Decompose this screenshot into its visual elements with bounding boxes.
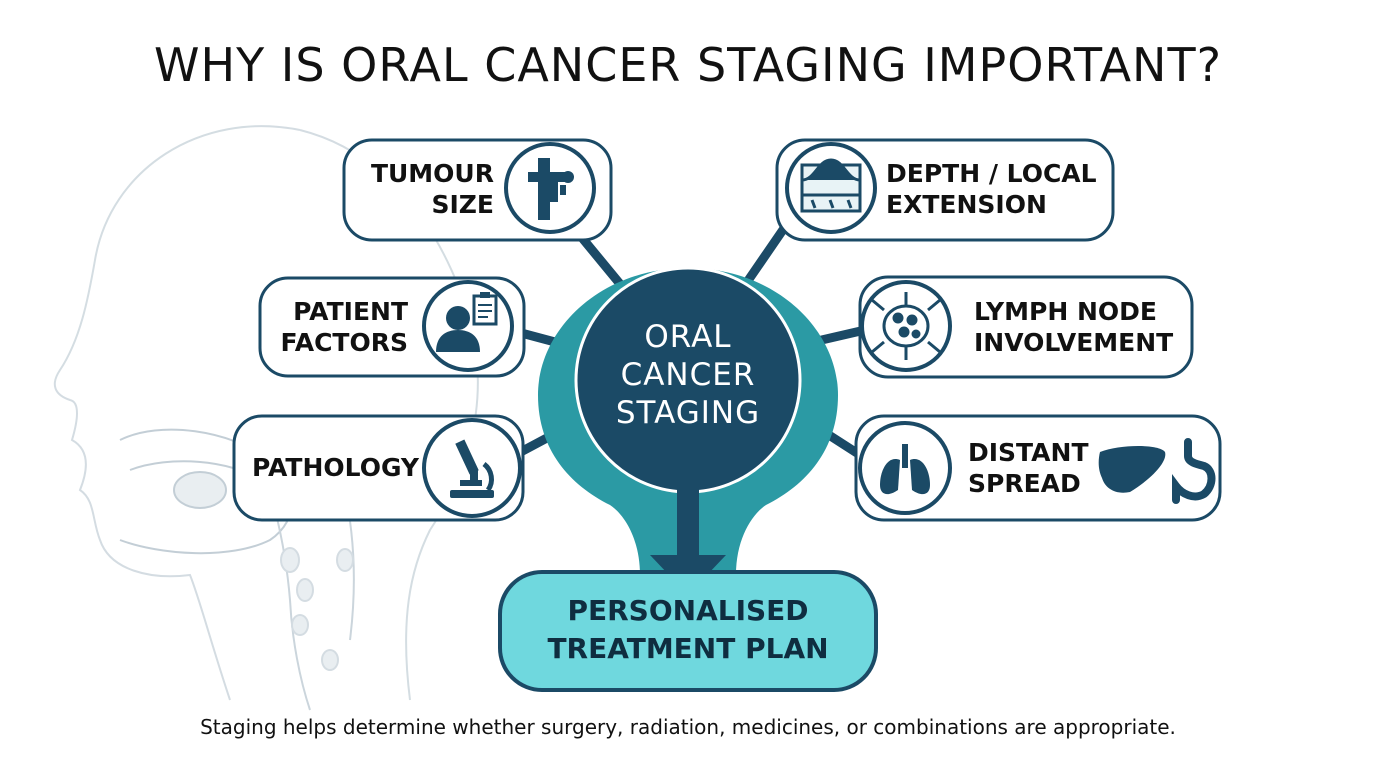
lymph-node-icon <box>871 292 941 360</box>
outcome-line: TREATMENT PLAN <box>547 632 829 665</box>
patient-icon-ring <box>422 280 514 372</box>
hub-line: ORAL <box>644 319 732 355</box>
liver-icon <box>1098 446 1166 493</box>
label-line: EXTENSION <box>886 190 1047 219</box>
label-pathology: PATHOLOGY <box>252 452 422 483</box>
hub-line: CANCER <box>620 357 756 393</box>
lungs-icon <box>880 444 930 495</box>
tissue-layers-icon <box>800 158 862 213</box>
label-line: FACTORS <box>280 328 408 357</box>
label-patient-factors: PATIENT FACTORS <box>266 296 408 358</box>
label-line: LYMPH NODE <box>974 297 1157 326</box>
caption: Staging helps determine whether surgery,… <box>200 715 1176 739</box>
label-line: DISTANT <box>968 438 1089 467</box>
outcome-line: PERSONALISED <box>567 594 809 627</box>
label-line: TUMOUR <box>370 159 494 188</box>
label-tumour-size: TUMOUR SIZE <box>352 158 494 220</box>
label-line: DEPTH / LOCAL <box>886 159 1097 188</box>
label-line: PATIENT <box>293 297 408 326</box>
patient-clipboard-icon <box>436 292 498 352</box>
label-lymph-node: LYMPH NODE INVOLVEMENT <box>974 296 1186 358</box>
outcome-label: PERSONALISED TREATMENT PLAN <box>500 592 876 668</box>
label-line: INVOLVEMENT <box>974 328 1174 357</box>
microscope-icon <box>450 439 494 498</box>
arrow-shaft <box>677 480 699 560</box>
label-line: SIZE <box>431 190 494 219</box>
outcome-pill <box>498 570 878 692</box>
label-depth: DEPTH / LOCAL EXTENSION <box>886 158 1108 220</box>
page-title: WHY IS ORAL CANCER STAGING IMPORTANT? <box>154 38 1222 92</box>
hub-label: ORAL CANCER STAGING <box>588 318 788 432</box>
label-line: PATHOLOGY <box>252 453 420 482</box>
caliper-icon <box>528 158 574 220</box>
label-line: SPREAD <box>968 469 1081 498</box>
label-distant-spread: DISTANT SPREAD <box>968 437 1089 499</box>
card-distant-spread <box>854 414 1222 522</box>
hub-line: STAGING <box>615 395 761 431</box>
stomach-icon <box>1172 438 1216 504</box>
